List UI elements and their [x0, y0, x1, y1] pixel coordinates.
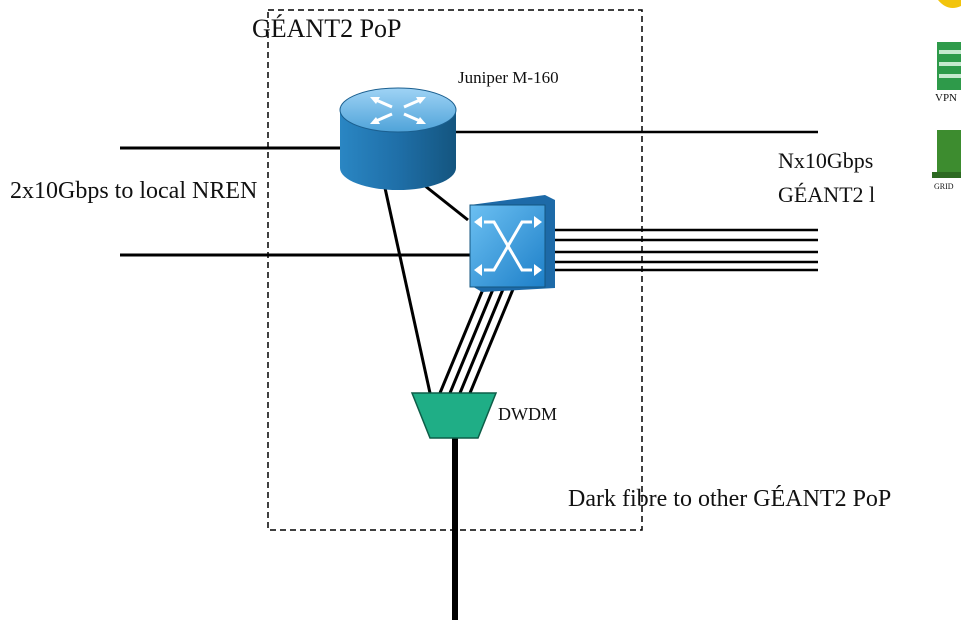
switch-dwdm-link-4	[468, 281, 518, 394]
router-dwdm-link	[383, 187, 432, 394]
grid-icon-label: GRID	[934, 182, 954, 191]
left-link-label: 2x10Gbps to local NREN	[10, 178, 258, 204]
vpn-icon-label: VPN	[935, 92, 958, 104]
dwdm-mux-icon	[410, 392, 498, 439]
dark-fibre-label: Dark fibre to other GÉANT2 PoP	[568, 486, 892, 512]
yellow-shape-icon	[938, 0, 961, 8]
switch-dwdm-link-3	[458, 281, 508, 394]
right-link-label-line1: Nx10Gbps	[778, 148, 874, 173]
switch-dwdm-link-1	[438, 281, 488, 394]
juniper-router-icon	[339, 87, 457, 190]
switch-dwdm-link-2	[448, 281, 498, 394]
right-link-label-line2: GÉANT2 l	[778, 182, 876, 207]
pop-title: GÉANT2 PoP	[252, 14, 402, 43]
vpn-icon	[937, 42, 961, 90]
router-label: Juniper M-160	[458, 68, 559, 87]
grid-icon	[932, 130, 961, 178]
switch-icon	[469, 195, 555, 292]
dwdm-label: DWDM	[498, 404, 557, 424]
